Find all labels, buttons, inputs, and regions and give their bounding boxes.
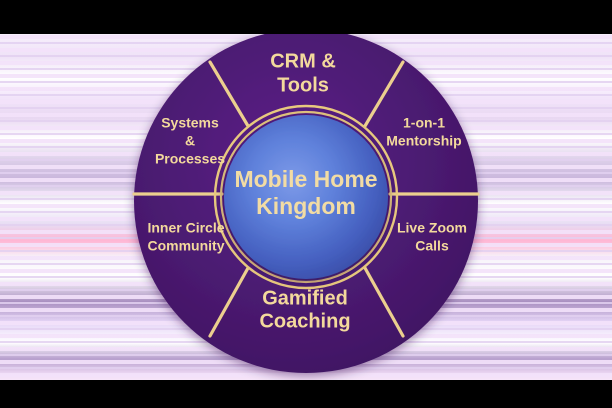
center-inner-ring	[219, 110, 393, 284]
segment-line: Inner Circle	[147, 220, 224, 236]
segment-line: Gamified	[262, 287, 348, 309]
center-line-1: Mobile Home	[234, 166, 377, 192]
letterbox-bottom	[0, 380, 612, 408]
segment-line: Coaching	[259, 310, 350, 332]
segment-label-crm-tools[interactable]: CRM & Tools	[270, 50, 336, 96]
letterbox-top	[0, 0, 612, 34]
segment-dividers	[132, 60, 480, 338]
segment-label-systems-processes[interactable]: Systems & Processes	[155, 115, 225, 167]
segment-line: Processes	[155, 151, 225, 167]
divider-lower-right	[363, 266, 405, 338]
segment-line: 1-on-1	[403, 115, 445, 131]
segment-line: Systems	[161, 115, 219, 131]
segment-label-inner-circle-community[interactable]: Inner Circle Community	[147, 220, 224, 254]
center-line-2: Kingdom	[256, 193, 356, 219]
divider-upper-left	[208, 60, 250, 128]
segment-line: Community	[148, 238, 225, 254]
segment-line: Mentorship	[386, 133, 461, 149]
divider-upper-right	[363, 60, 405, 128]
center-hub-label[interactable]: Mobile Home Kingdom	[234, 166, 377, 219]
segment-line: Live Zoom	[397, 220, 467, 236]
center-disc	[224, 115, 388, 279]
segment-line: Calls	[415, 238, 449, 254]
segment-line: &	[185, 133, 195, 149]
segment-line: CRM &	[270, 50, 336, 72]
segment-label-live-zoom-calls[interactable]: Live Zoom Calls	[397, 220, 467, 254]
segment-label-gamified-coaching[interactable]: Gamified Coaching	[259, 287, 350, 332]
center-outer-ring	[213, 104, 399, 290]
divider-lower-left	[208, 266, 250, 338]
segment-label-one-on-one-mentorship[interactable]: 1-on-1 Mentorship	[386, 115, 461, 149]
segment-line: Tools	[277, 74, 329, 96]
